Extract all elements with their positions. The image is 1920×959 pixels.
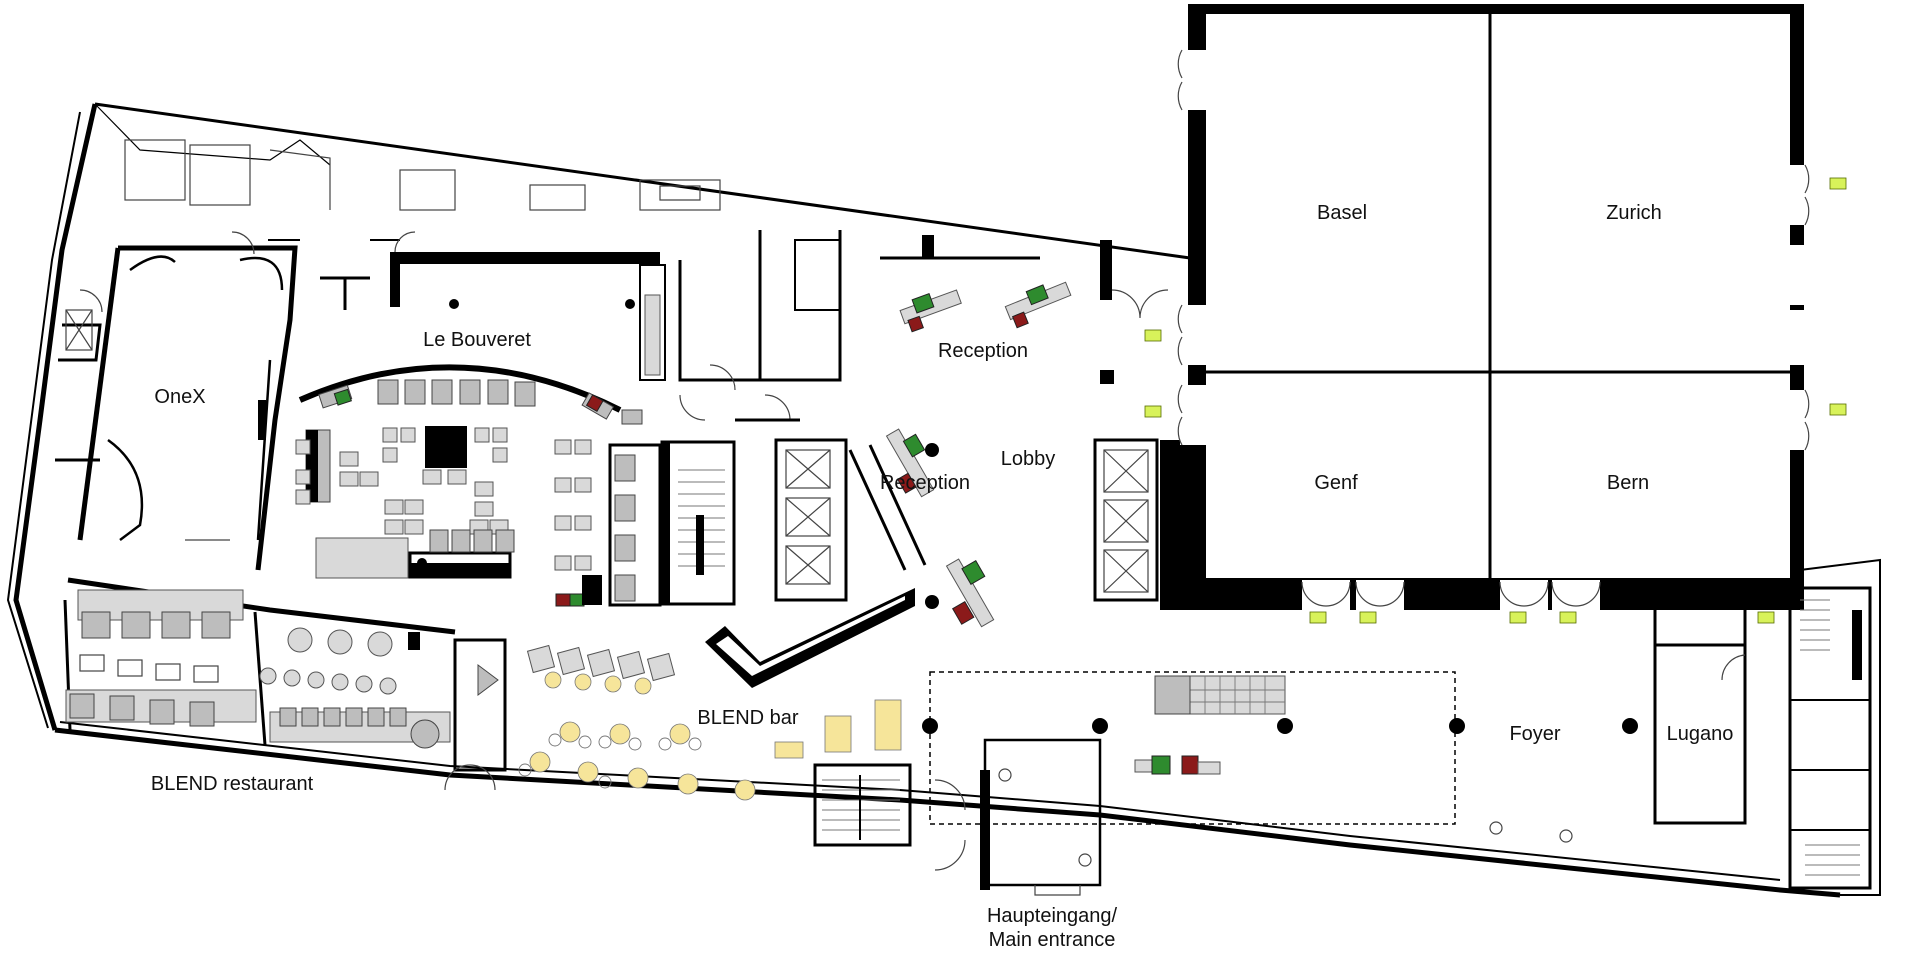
main-entrance <box>934 738 1102 896</box>
blend-restaurant <box>63 577 507 791</box>
main-entrance-line-1: Haupteingang/ <box>986 905 1118 927</box>
foyer-area <box>922 586 1872 890</box>
conference-block <box>1093 4 1810 610</box>
onex <box>55 245 298 571</box>
room-label-reception-top: Reception <box>937 340 1029 362</box>
room-label-lobby: Lobby <box>1000 448 1056 470</box>
lobby-area <box>660 230 1169 688</box>
room-label-blend-restaurant: BLEND restaurant <box>150 773 314 795</box>
room-label-main-entrance: Haupteingang/ Main entrance <box>987 904 1117 952</box>
blend-bar-seating <box>518 644 912 847</box>
room-label-reception-mid: Reception <box>879 472 971 494</box>
room-label-onex: OneX <box>154 386 206 408</box>
room-label-bern: Bern <box>1606 472 1650 494</box>
room-label-foyer: Foyer <box>1509 723 1561 745</box>
room-label-lugano: Lugano <box>1666 723 1734 745</box>
exit-signs <box>1144 177 1847 624</box>
main-entrance-line-2: Main entrance <box>988 929 1116 951</box>
room-label-basel: Basel <box>1316 202 1368 224</box>
room-label-blend-bar: BLEND bar <box>697 707 799 729</box>
le-bouveret <box>295 252 666 607</box>
room-label-zurich: Zurich <box>1606 202 1662 224</box>
north-service <box>124 139 800 422</box>
room-label-genf: Genf <box>1314 472 1358 494</box>
room-label-le-bouveret: Le Bouveret <box>423 329 531 351</box>
